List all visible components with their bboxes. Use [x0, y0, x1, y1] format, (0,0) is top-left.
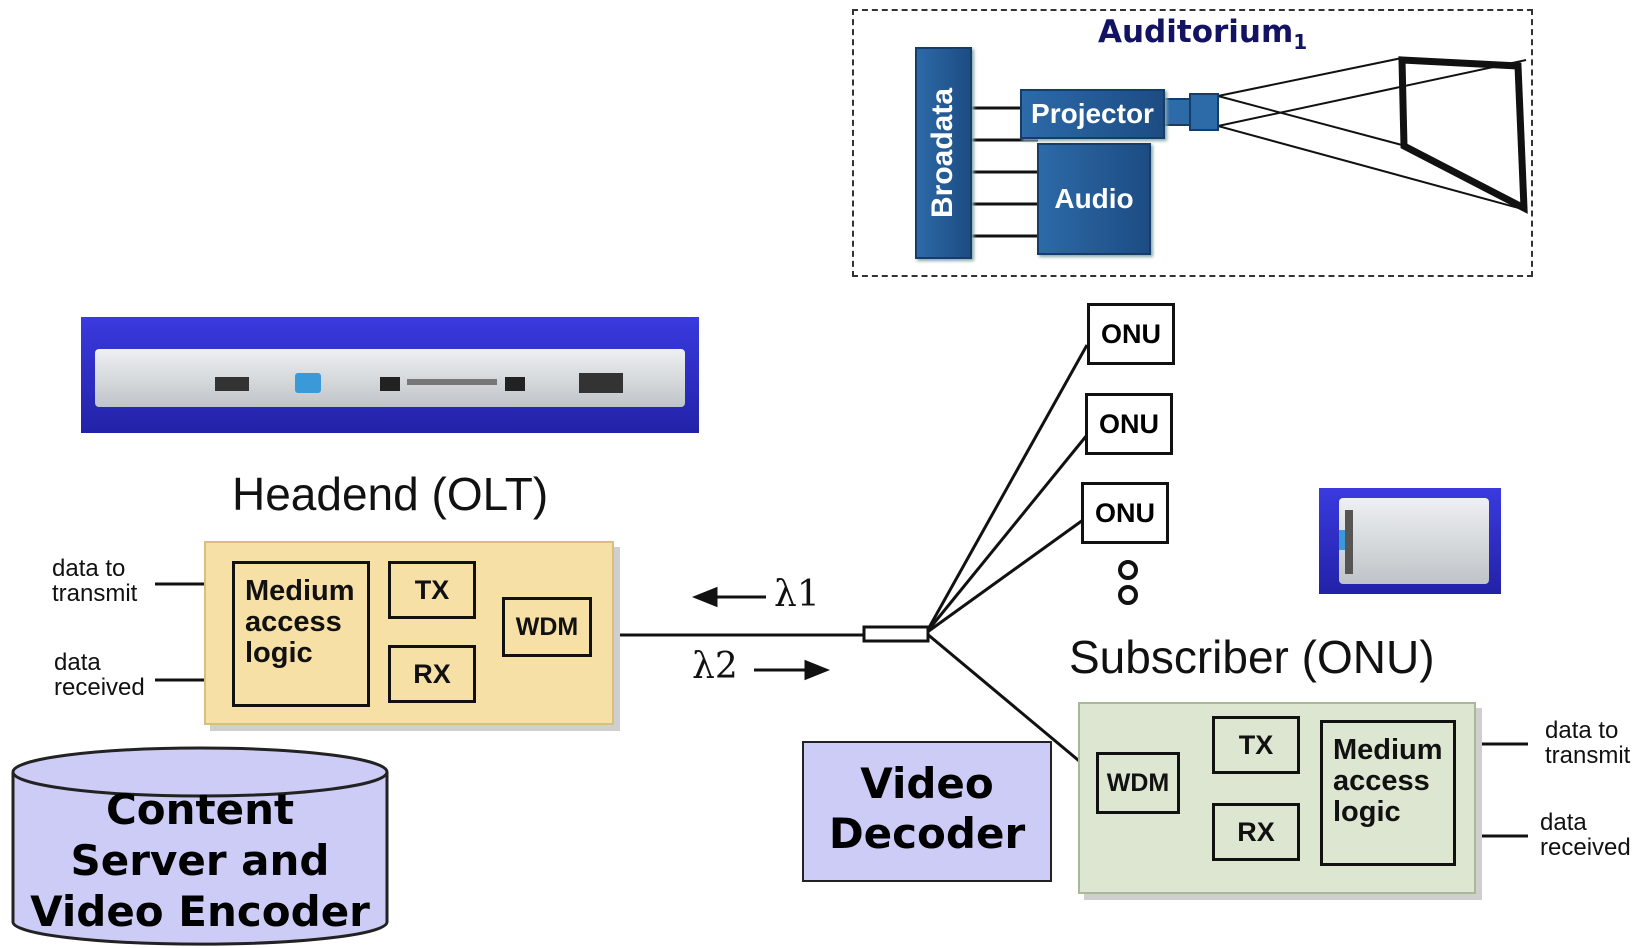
subscriber-box	[1078, 702, 1476, 894]
port-icon	[505, 377, 525, 391]
projection-screen	[1398, 56, 1528, 214]
subscriber-title: Subscriber (ONU)	[1069, 631, 1435, 683]
port-icon	[295, 373, 321, 393]
projector-beam	[1217, 59, 1527, 127]
lambda1-label: λ1	[774, 574, 820, 615]
onu-medium-access-logic: Medium access logic	[1320, 720, 1456, 866]
projector-beam	[1217, 125, 1527, 211]
olt-medium-access-logic: Medium access logic	[232, 561, 370, 707]
broadata-unit: Broadata	[915, 47, 972, 259]
projector-lens	[1189, 93, 1219, 131]
onu-wdm: WDM	[1096, 752, 1180, 814]
ellipsis-dot	[1118, 585, 1138, 605]
headend-box	[204, 541, 614, 725]
projector-beam	[1217, 95, 1403, 146]
port-icon	[579, 373, 623, 393]
onu-box: ONU	[1081, 482, 1169, 544]
projector-beam	[1217, 57, 1403, 97]
port-icon	[215, 377, 249, 391]
content-server-cylinder	[11, 746, 389, 946]
auditorium-frame	[852, 9, 1533, 277]
led-strip	[1345, 510, 1353, 574]
olt-data-received-label: data received	[54, 649, 145, 701]
olt-tx: TX	[388, 561, 476, 619]
onu-data-received-label: data received	[1540, 809, 1631, 861]
olt-wdm: WDM	[502, 597, 592, 657]
onu-tx: TX	[1212, 716, 1300, 774]
olt-rx: RX	[388, 645, 476, 703]
broadata-label: Broadata	[926, 87, 960, 219]
projector-box: Projector	[1020, 89, 1165, 139]
led-strip	[407, 379, 497, 385]
onu-box: ONU	[1085, 393, 1173, 455]
optical-splitter	[862, 625, 930, 643]
audio-box: Audio	[1037, 143, 1151, 255]
olt-data-to-transmit-label: data to transmit	[52, 555, 138, 607]
content-server-label: Content Server and Video Encoder	[30, 785, 370, 936]
port-icon	[380, 377, 400, 391]
onu-rx: RX	[1212, 803, 1300, 861]
ellipsis-dot	[1118, 560, 1138, 580]
olt-chassis	[95, 349, 685, 407]
video-decoder-box: Video Decoder	[802, 741, 1052, 882]
olt-device-photo	[81, 317, 699, 433]
onu-data-to-transmit-label: data to transmit	[1545, 717, 1631, 769]
auditorium-title: Auditorium1	[1098, 14, 1308, 55]
onu-device-photo	[1319, 488, 1501, 594]
lambda2-label: λ2	[692, 646, 738, 687]
onu-chassis	[1339, 498, 1489, 584]
projector-label: Projector	[1031, 98, 1154, 129]
headend-title: Headend (OLT)	[232, 468, 549, 520]
onu-box: ONU	[1087, 303, 1175, 365]
audio-label: Audio	[1054, 183, 1134, 214]
